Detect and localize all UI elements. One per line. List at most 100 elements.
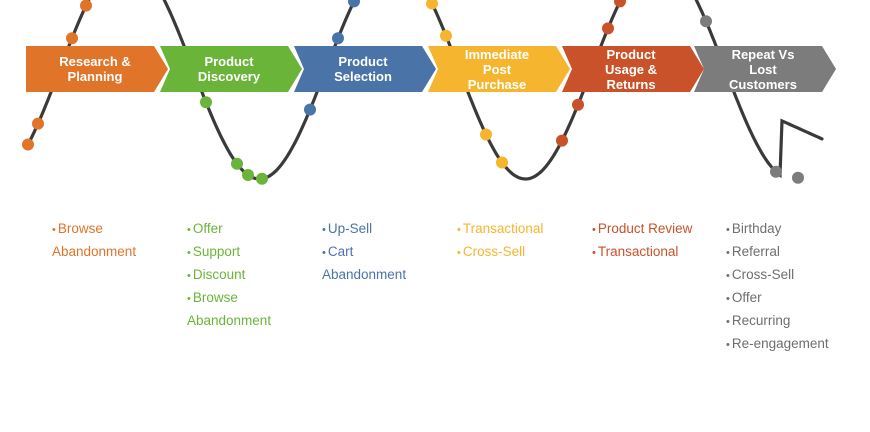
- column-repeat-vs-lost: •Birthday•Referral•Cross-Sell•Offer•Recu…: [726, 218, 829, 356]
- list-item-text: Offer: [192, 221, 223, 236]
- list-item: •Browse: [52, 218, 136, 241]
- bullet-dot: •: [52, 224, 56, 236]
- list-item: •Referral: [726, 241, 829, 264]
- list-item-text: Product Review: [597, 221, 693, 236]
- list-item: •Transactional: [457, 218, 543, 241]
- list-item: •Up-Sell: [322, 218, 406, 241]
- wave-dot: [32, 117, 44, 130]
- wave-dot: [770, 165, 782, 178]
- list-item-text: Browse: [192, 290, 238, 305]
- column-immediate-post-purchase: •Transactional•Cross-Sell: [457, 218, 543, 264]
- wave-dots: [22, 0, 804, 185]
- list-item: •Transactional: [592, 241, 692, 264]
- wave-dot: [572, 98, 584, 111]
- wave-dot: [602, 22, 614, 35]
- wave-dot: [304, 103, 316, 116]
- list-item-text: Birthday: [731, 221, 782, 236]
- list-item: •Browse: [187, 287, 271, 310]
- list-item-text: Transactional: [597, 244, 679, 259]
- wave-dot: [332, 32, 344, 45]
- list-item-text: Abandonment: [187, 313, 272, 328]
- list-item-text: Offer: [731, 290, 762, 305]
- wave-dot: [348, 0, 360, 8]
- bullet-dot: •: [457, 247, 461, 259]
- list-item-text: Recurring: [731, 313, 791, 328]
- stage-label-line2: Returns: [606, 76, 656, 92]
- list-item: •Support: [187, 241, 271, 264]
- list-item-text: Up-Sell: [327, 221, 373, 236]
- stage-label-line1: Repeat Vs: [731, 46, 795, 62]
- column-product-usage-returns: •Product Review•Transactional: [592, 218, 692, 264]
- wave-dot: [200, 96, 212, 109]
- stage-label-line1: Immediate: [464, 46, 530, 62]
- list-item: •Product Review: [592, 218, 692, 241]
- list-item-text: Abandonment: [322, 267, 407, 282]
- wave-dot: [480, 128, 492, 141]
- list-item-text: Re-engagement: [731, 336, 829, 351]
- list-item-text: Browse: [57, 221, 103, 236]
- list-item: •Offer: [726, 287, 829, 310]
- stage-label-line2: Selection: [334, 69, 392, 84]
- stage-label-line1: Product: [338, 54, 388, 69]
- list-item-text: Discount: [192, 267, 246, 282]
- bullet-dot: •: [187, 247, 191, 259]
- bullet-dot: •: [726, 316, 730, 328]
- wave-dot: [700, 15, 712, 28]
- list-item-text: Cross-Sell: [731, 267, 795, 282]
- wave-dot: [22, 138, 34, 151]
- list-item: Abandonment: [322, 264, 406, 286]
- wave-dot: [496, 156, 508, 169]
- list-item: •Recurring: [726, 310, 829, 333]
- stage-label-line1: Product: [204, 54, 254, 69]
- bullet-dot: •: [726, 270, 730, 282]
- list-item: •Cart: [322, 241, 406, 264]
- bullet-dot: •: [726, 224, 730, 236]
- list-item: Abandonment: [187, 310, 271, 332]
- bullet-dot: •: [457, 224, 461, 236]
- wave-dot: [231, 157, 243, 170]
- wave-dot: [242, 169, 254, 181]
- wave-dot: [256, 172, 268, 185]
- bullet-dot: •: [187, 270, 191, 282]
- list-item-text: Referral: [731, 244, 780, 259]
- list-item-text: Abandonment: [52, 244, 137, 259]
- bullet-dot: •: [187, 293, 191, 305]
- list-item: •Discount: [187, 264, 271, 287]
- stage-label-line1: Research &: [59, 54, 131, 69]
- list-item-text: Transactional: [462, 221, 544, 236]
- list-item: •Cross-Sell: [726, 264, 829, 287]
- wave-dot: [792, 171, 804, 184]
- bullet-dot: •: [726, 247, 730, 259]
- stage-label-line2: Planning: [67, 69, 123, 84]
- list-item-text: Cross-Sell: [462, 244, 526, 259]
- list-item: •Re-engagement: [726, 333, 829, 356]
- wave-dot: [556, 134, 568, 147]
- bullet-dot: •: [322, 247, 326, 259]
- wave-dot: [80, 0, 92, 12]
- bullet-dot: •: [726, 293, 730, 305]
- wave-dot: [426, 0, 438, 10]
- list-item: •Offer: [187, 218, 271, 241]
- list-item: Abandonment: [52, 241, 136, 263]
- bullet-dot: •: [726, 339, 730, 351]
- wave-dot: [66, 32, 78, 45]
- stage-research-planning: Research &Planning: [26, 46, 168, 92]
- wave-dot: [614, 0, 626, 8]
- journey-wave: [22, 0, 824, 185]
- list-item-text: Cart: [327, 244, 354, 259]
- wave-dot: [440, 29, 452, 42]
- stage-label-line2: Lost Customers: [729, 61, 797, 92]
- stage-label-line2: Discovery: [197, 69, 261, 84]
- stage-label-line2: Post Purchase: [467, 61, 527, 92]
- list-item: •Birthday: [726, 218, 829, 241]
- list-item-text: Support: [192, 244, 241, 259]
- bullet-dot: •: [322, 224, 326, 236]
